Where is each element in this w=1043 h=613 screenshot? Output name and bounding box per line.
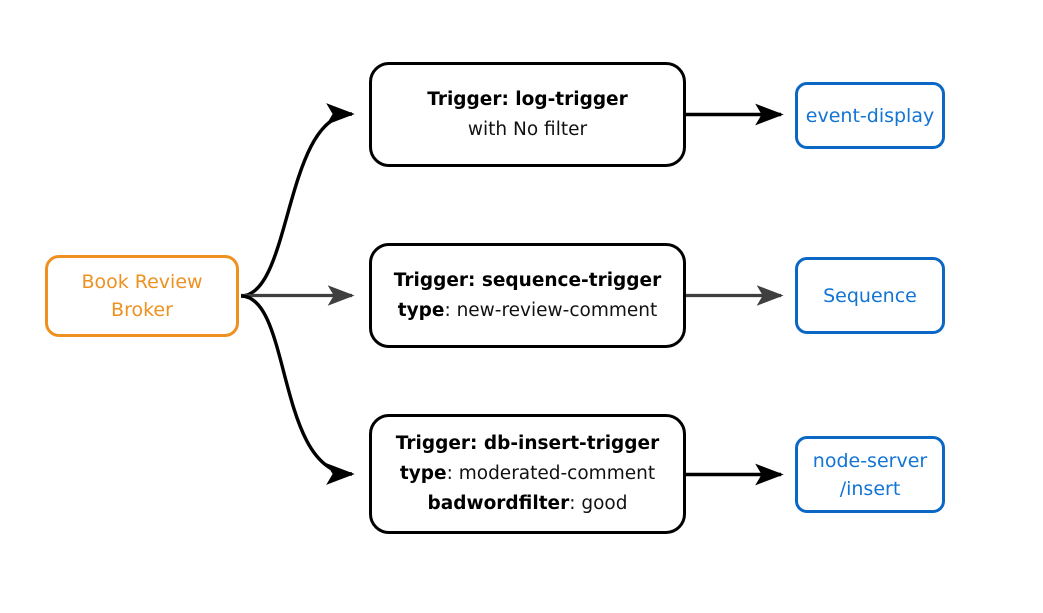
trigger-sequence-type-key: type — [397, 299, 445, 321]
trigger-db-badwordfilter: badwordfilter: good — [428, 489, 628, 519]
trigger-log-filter: with No filter — [468, 115, 587, 145]
service-node-server-label-line-2: /insert — [839, 477, 901, 500]
node-service-event-display[interactable]: event-display — [795, 82, 945, 149]
trigger-sequence-title-text: Trigger: sequence-trigger — [393, 269, 662, 291]
trigger-log-title-text: Trigger: log-trigger — [427, 88, 628, 110]
trigger-sequence-type: type: new-review-comment — [398, 296, 657, 326]
trigger-sequence-type-value: : new-review-comment — [444, 299, 658, 321]
trigger-db-type: type: moderated-comment — [400, 459, 655, 489]
node-book-review-broker[interactable]: Book Review Broker — [45, 255, 239, 337]
edge-broker-to-log-trigger — [240, 103, 355, 298]
trigger-db-title-text: Trigger: db-insert-trigger — [395, 433, 660, 454]
trigger-sequence-title: Trigger: sequence-trigger — [394, 266, 661, 296]
broker-label-line-2: Broker — [111, 299, 173, 321]
node-trigger-db-insert-trigger[interactable]: Trigger: db-insert-trigger type: moderat… — [369, 414, 686, 534]
trigger-db-type-key: type — [399, 463, 447, 484]
node-trigger-sequence-trigger[interactable]: Trigger: sequence-trigger type: new-revi… — [369, 243, 686, 348]
service-sequence-label: Sequence — [823, 284, 917, 307]
node-service-sequence[interactable]: Sequence — [795, 257, 945, 334]
trigger-db-title: Trigger: db-insert-trigger — [396, 429, 659, 459]
service-node-server-label-line-1: node-server — [812, 449, 928, 472]
service-event-display-label: event-display — [805, 104, 935, 127]
broker-label-line-1: Book Review — [81, 271, 203, 293]
trigger-db-type-value: : moderated-comment — [446, 463, 656, 484]
edge-broker-to-db-insert-trigger — [240, 294, 355, 485]
node-trigger-log-trigger[interactable]: Trigger: log-trigger with No filter — [369, 62, 686, 167]
trigger-log-title: Trigger: log-trigger — [427, 85, 627, 115]
trigger-db-badwordfilter-value: : good — [569, 493, 628, 514]
node-service-node-server-insert[interactable]: node-server /insert — [795, 436, 945, 513]
trigger-log-filter-text: with No filter — [467, 118, 588, 140]
trigger-db-badwordfilter-key: badwordfilter — [427, 493, 570, 514]
